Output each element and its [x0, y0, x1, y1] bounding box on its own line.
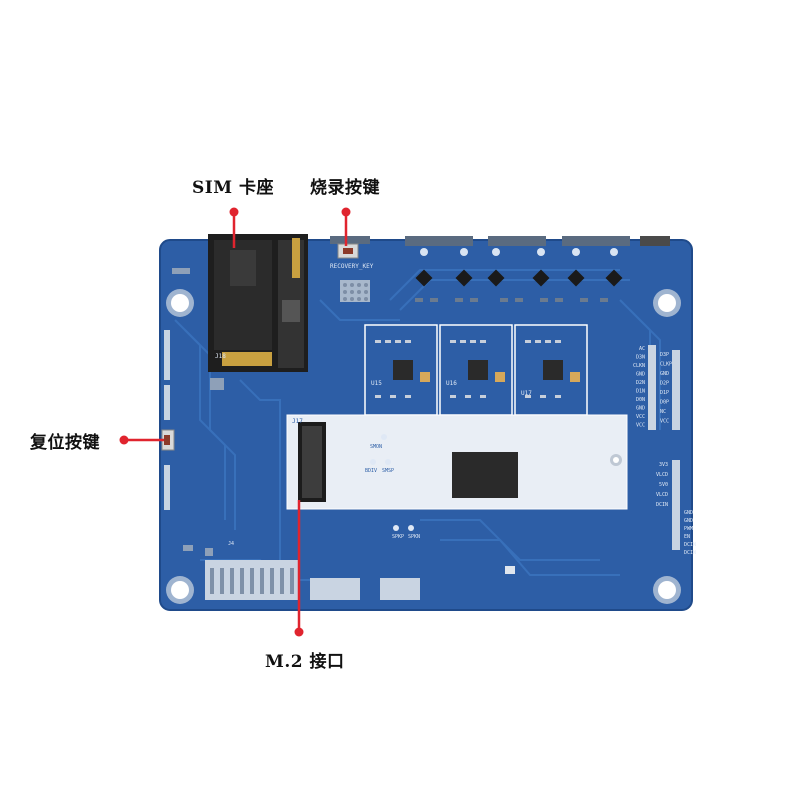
recovery-label: RECOVERY_KEY	[330, 263, 374, 270]
silkscreen.right_pins_a-label: VCC	[636, 414, 645, 420]
small-passives	[415, 298, 608, 302]
smsp-label: SMSP	[382, 468, 394, 474]
silkscreen.right_pins_b-label: GND	[660, 371, 669, 377]
board-chip-small	[505, 566, 515, 574]
bdiv-label: BDIV	[365, 468, 377, 474]
callout-reset-leader	[119, 435, 164, 445]
silkscreen.power_pins_b-label: DCIN	[684, 542, 696, 548]
callout-burn-button-label: 烧录按键	[310, 178, 380, 198]
j18-label: J18	[215, 353, 226, 360]
silkscreen.power_pins_b-label: PWM	[684, 526, 693, 532]
ethernet-leds	[420, 248, 618, 256]
m2-area	[286, 414, 628, 510]
silkscreen.right_pins_a-label: D0N	[636, 397, 645, 403]
silkscreen.right_pins_a-label: AC	[639, 346, 645, 352]
silkscreen.right_pins_b-label: D1P	[660, 390, 669, 396]
callout-m2-leader	[294, 500, 304, 637]
pad-dots	[343, 283, 368, 301]
bottom-header-pins	[210, 568, 294, 594]
silkscreen.power_pins-label: VLCD	[656, 472, 668, 478]
callout-burn-leader	[341, 207, 351, 246]
j17-label: J17	[292, 418, 303, 425]
silkscreen.right_pins_b-label: D2P	[660, 381, 669, 387]
mounting-holes	[166, 289, 681, 604]
connector-pads	[340, 280, 370, 302]
silkscreen.power_pins-label: 5V0	[659, 482, 668, 488]
callout-sim-leader	[229, 207, 239, 248]
callout-reset-button-label: 复位按键	[30, 433, 100, 453]
spkp-label: SPKP	[392, 534, 404, 540]
phy-chips	[393, 360, 563, 380]
silkscreen.right_pins_a-label: GND	[636, 372, 645, 378]
silkscreen.right_pins_b-label: VCC	[660, 419, 669, 425]
silkscreen.right_pins_b-label: D3P	[660, 352, 669, 358]
top-connectors	[330, 236, 670, 246]
ethernet-magnetics	[415, 269, 623, 287]
u16-label: U16	[446, 380, 457, 387]
silkscreen.right_pins_a-label: VCC	[636, 423, 645, 429]
silkscreen.power_pins-label: DCIN	[656, 502, 668, 508]
silkscreen.power_pins_b-label: GND	[684, 510, 693, 516]
right-header-b	[672, 350, 680, 430]
silkscreen.right_pins_a-label: CLKN	[633, 363, 645, 369]
left-header	[164, 330, 170, 510]
smon-label: SMON	[370, 444, 382, 450]
u15-label: U15	[371, 380, 382, 387]
silkscreen.right_pins_a-label: D3N	[636, 355, 645, 361]
callout-m2-interface-label: M.2 接口	[265, 652, 345, 672]
left-smd	[172, 268, 224, 556]
u17-label: U17	[521, 390, 532, 397]
phy-passives	[375, 340, 561, 398]
right-header-a	[648, 345, 656, 430]
silkscreen.right_pins_a-label: GND	[636, 406, 645, 412]
silkscreen.right_pins_b-label: NC	[660, 409, 666, 415]
silkscreen.power_pins_b-label: GND	[684, 518, 693, 524]
test-points	[370, 434, 414, 531]
silkscreen.power_pins_b-label: DCIN	[684, 550, 696, 556]
spkn-label: SPKN	[408, 534, 420, 540]
silkscreen.right_pins_b-label: D0P	[660, 400, 669, 406]
silkscreen.right_pins_a-label: D1N	[636, 389, 645, 395]
power-header	[672, 460, 680, 550]
recovery-button	[337, 243, 359, 259]
sim-card-slot	[208, 234, 308, 372]
silkscreen.right_pins_a-label: D2N	[636, 380, 645, 386]
silkscreen.right_pins_b-label: CLKP	[660, 362, 672, 368]
phy-crystals	[420, 372, 580, 382]
silkscreen.power_pins_b-label: EN	[684, 534, 690, 540]
callout-sim-slot-label: SIM 卡座	[192, 178, 274, 198]
j4-label: J4	[228, 541, 234, 547]
silkscreen.power_pins-label: VLCD	[656, 492, 668, 498]
silkscreen.power_pins-label: 3V3	[659, 462, 668, 468]
